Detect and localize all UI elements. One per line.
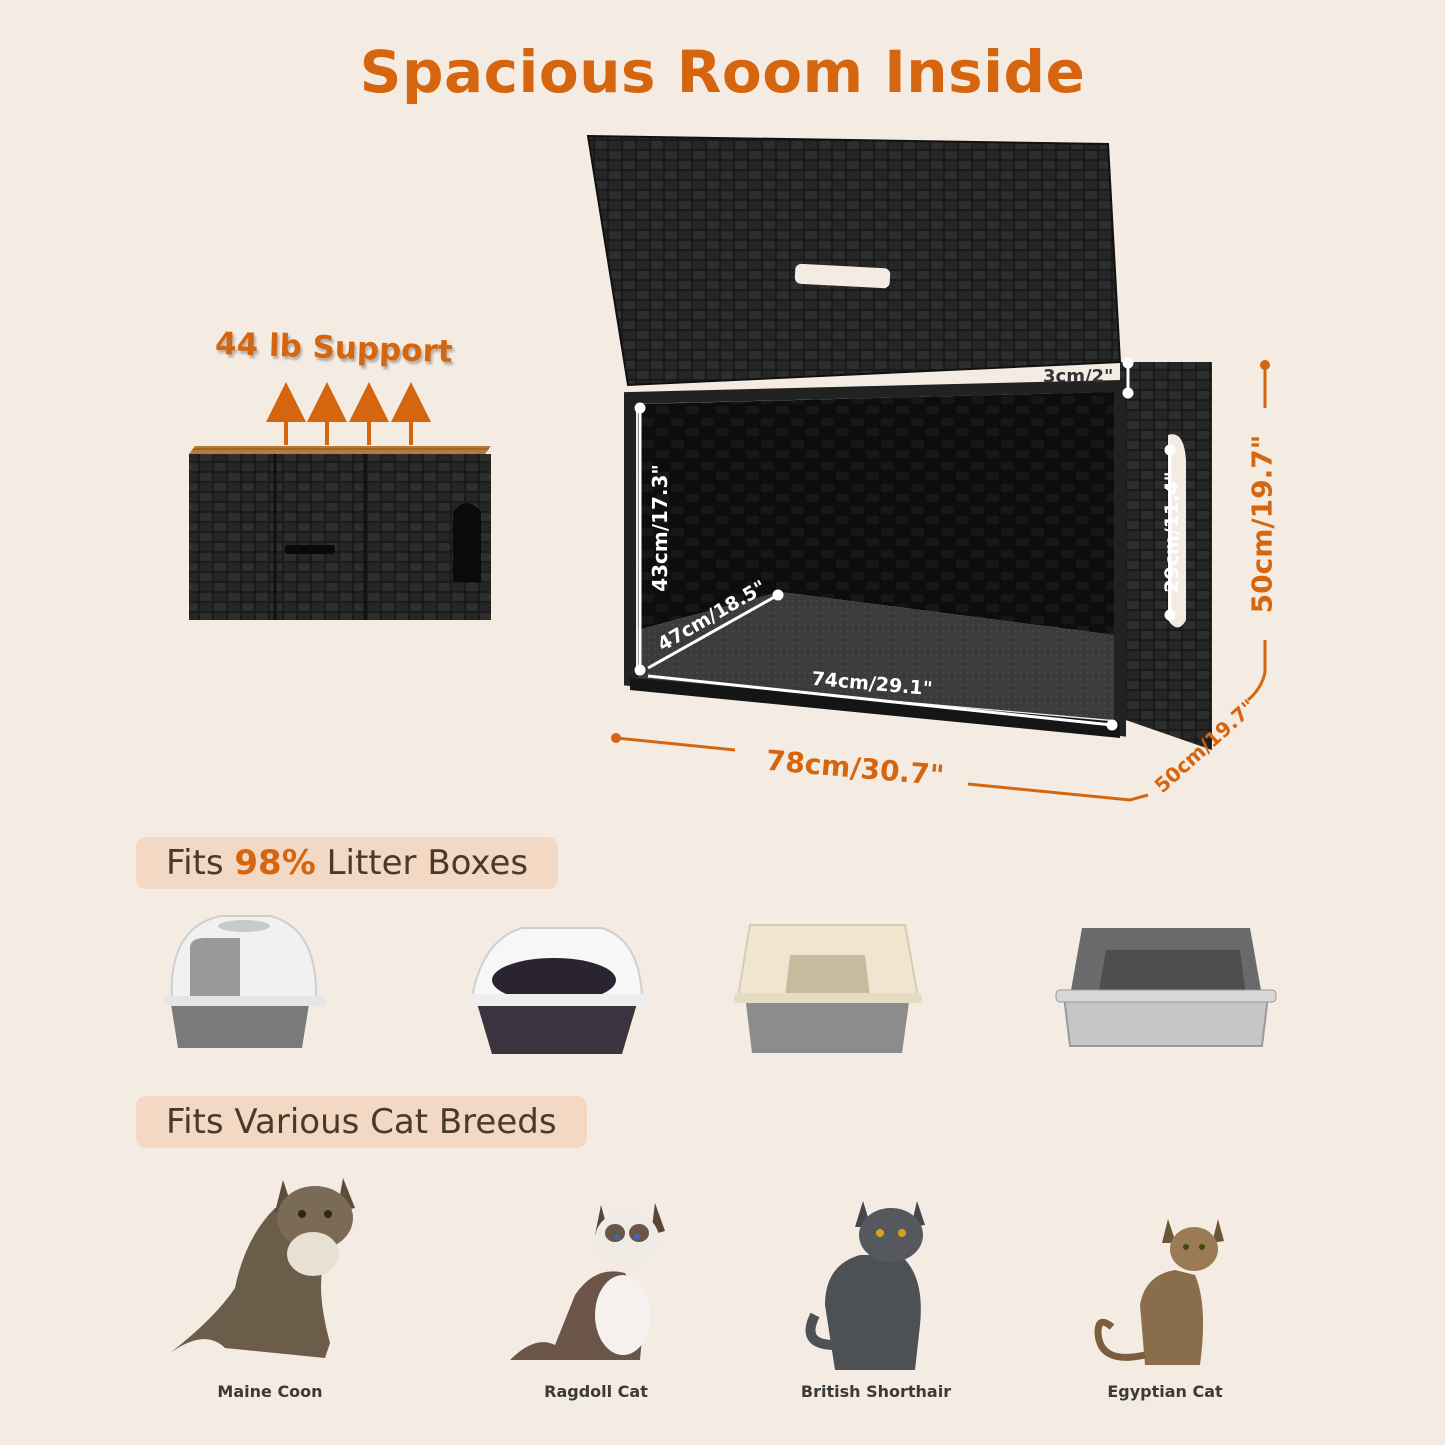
maine-coon-cat-image: [170, 1178, 355, 1358]
door-height-dimension: 29cm/11.4": [1161, 471, 1183, 593]
ragdoll-cat-image: [510, 1203, 665, 1360]
litter-label-highlight: 98%: [234, 843, 316, 883]
cat-breeds-label: Fits Various Cat Breeds: [136, 1096, 587, 1148]
litter-label-suffix: Litter Boxes: [315, 843, 529, 883]
top-gap-dimension: 3cm/2": [1043, 366, 1114, 387]
british-shorthair-cat-image: [805, 1201, 925, 1370]
egyptian-cat-image: [1094, 1219, 1224, 1365]
breed-label-ragdoll: Ragdoll Cat: [544, 1382, 648, 1401]
breed-label-egyptian: Egyptian Cat: [1107, 1382, 1223, 1401]
breed-label-maine-coon: Maine Coon: [217, 1382, 323, 1401]
open-cat-house-image: [586, 134, 1212, 750]
breed-label-british-shorthair: British Shorthair: [800, 1382, 952, 1401]
litter-label-prefix: Fits: [166, 843, 235, 883]
outer-height-dimension: 50cm/19.7": [1245, 434, 1279, 614]
litter-box-fit-label: Fits 98% Litter Boxes: [136, 837, 559, 889]
stainless-steel-litter-box: [1055, 928, 1277, 1047]
closed-cat-house-image: [189, 446, 491, 620]
weight-support-arrows: [266, 382, 431, 445]
inner-height-dimension: 43cm/17.3": [648, 464, 672, 592]
high-sided-litter-box: [734, 924, 922, 1053]
open-top-litter-box: [466, 927, 648, 1054]
page-title: Spacious Room Inside: [359, 38, 1086, 106]
hooded-litter-box: [164, 915, 326, 1048]
